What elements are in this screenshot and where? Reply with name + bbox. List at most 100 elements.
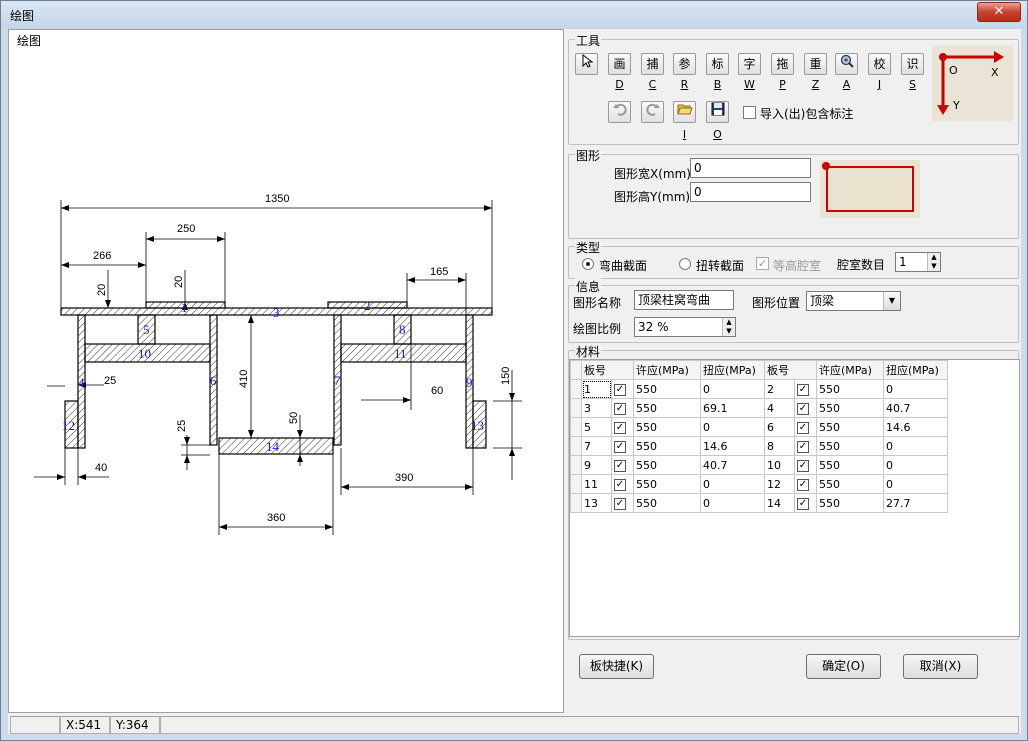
cell-torsion-stress-a[interactable]: 14.6 [700, 436, 765, 456]
bend-section-radio[interactable] [582, 258, 594, 270]
tool-mark-button[interactable]: 标 [706, 53, 729, 75]
redo-button[interactable] [641, 101, 664, 123]
enabled-checkbox[interactable]: ✓ [797, 478, 809, 491]
cell-enabled-b[interactable]: ✓ [794, 493, 817, 513]
col-allow-stress-2[interactable]: 许应(MPa) [816, 360, 884, 380]
cell-enabled-b[interactable]: ✓ [794, 398, 817, 418]
cell-plate-no-a[interactable]: 5 [581, 417, 612, 437]
undo-button[interactable] [608, 101, 631, 123]
enabled-checkbox[interactable]: ✓ [797, 421, 809, 434]
cavity-count-spinner[interactable]: ▲▼ [927, 253, 940, 271]
cell-enabled-b[interactable]: ✓ [794, 436, 817, 456]
select-pointer-button[interactable] [575, 53, 598, 75]
cell-plate-no-a[interactable]: 13 [581, 493, 612, 513]
cell-enabled-a[interactable]: ✓ [611, 417, 634, 437]
tool-text-button[interactable]: 字 [738, 53, 761, 75]
tool-check-button[interactable]: 校 [868, 53, 891, 75]
cell-torsion-stress-a[interactable]: 40.7 [700, 455, 765, 475]
cell-torsion-stress-b[interactable]: 0 [883, 379, 948, 399]
tool-recognize-button[interactable]: 识 [901, 53, 924, 75]
cell-allow-stress-a[interactable]: 550 [633, 417, 701, 437]
cell-torsion-stress-a[interactable]: 0 [700, 474, 765, 494]
cell-allow-stress-a[interactable]: 550 [633, 455, 701, 475]
cancel-button[interactable]: 取消(X) [903, 654, 978, 679]
cell-plate-no-b[interactable]: 10 [764, 455, 795, 475]
enabled-checkbox[interactable]: ✓ [797, 497, 809, 510]
material-table-area[interactable]: 板号 许应(MPa) 扭应(MPa) 板号 许应(MPa) 扭应(MPa) 1✓… [569, 359, 1020, 637]
cell-plate-no-b[interactable]: 8 [764, 436, 795, 456]
cell-torsion-stress-a[interactable]: 0 [700, 493, 765, 513]
enabled-checkbox[interactable]: ✓ [797, 383, 809, 396]
tool-drag-button[interactable]: 拖 [771, 53, 794, 75]
col-allow-stress-1[interactable]: 许应(MPa) [633, 360, 701, 380]
enabled-checkbox[interactable]: ✓ [614, 459, 626, 472]
cell-plate-no-a[interactable]: 1 [581, 379, 612, 399]
cell-enabled-a[interactable]: ✓ [611, 436, 634, 456]
shape-position-select[interactable]: 顶梁 ▼ [806, 291, 901, 311]
cell-plate-no-a[interactable]: 11 [581, 474, 612, 494]
enabled-checkbox[interactable]: ✓ [614, 383, 626, 396]
torsion-section-radio[interactable] [679, 258, 691, 270]
cell-torsion-stress-b[interactable]: 0 [883, 474, 948, 494]
cell-plate-no-a[interactable]: 9 [581, 455, 612, 475]
col-torsion-stress-2[interactable]: 扭应(MPa) [883, 360, 948, 380]
enabled-checkbox[interactable]: ✓ [797, 440, 809, 453]
enabled-checkbox[interactable]: ✓ [614, 497, 626, 510]
cell-allow-stress-b[interactable]: 550 [816, 379, 884, 399]
cell-plate-no-b[interactable]: 14 [764, 493, 795, 513]
cell-allow-stress-b[interactable]: 550 [816, 417, 884, 437]
cell-enabled-b[interactable]: ✓ [794, 417, 817, 437]
cell-enabled-a[interactable]: ✓ [611, 398, 634, 418]
cell-torsion-stress-b[interactable]: 40.7 [883, 398, 948, 418]
cell-torsion-stress-a[interactable]: 69.1 [700, 398, 765, 418]
cell-enabled-a[interactable]: ✓ [611, 474, 634, 494]
cell-enabled-a[interactable]: ✓ [611, 379, 634, 399]
shape-width-input[interactable]: 0 [690, 158, 811, 178]
cell-plate-no-b[interactable]: 12 [764, 474, 795, 494]
drawing-panel[interactable]: 绘图 [8, 29, 564, 713]
tool-snap-button[interactable]: 捕 [641, 53, 664, 75]
col-plate-no-1[interactable]: 板号 [581, 360, 634, 380]
cell-torsion-stress-b[interactable]: 14.6 [883, 417, 948, 437]
cell-torsion-stress-a[interactable]: 0 [700, 417, 765, 437]
enabled-checkbox[interactable]: ✓ [614, 478, 626, 491]
cell-allow-stress-a[interactable]: 550 [633, 474, 701, 494]
shape-height-input[interactable]: 0 [690, 182, 811, 202]
cell-enabled-a[interactable]: ✓ [611, 455, 634, 475]
enabled-checkbox[interactable]: ✓ [614, 421, 626, 434]
cell-enabled-b[interactable]: ✓ [794, 379, 817, 399]
plate-quick-button[interactable]: 板快捷(K) [579, 654, 654, 679]
cell-plate-no-b[interactable]: 2 [764, 379, 795, 399]
cell-allow-stress-a[interactable]: 550 [633, 493, 701, 513]
save-file-button[interactable] [706, 101, 729, 123]
cell-allow-stress-a[interactable]: 550 [633, 398, 701, 418]
enabled-checkbox[interactable]: ✓ [797, 402, 809, 415]
tool-redo-button[interactable]: 重 [804, 53, 827, 75]
cell-plate-no-b[interactable]: 4 [764, 398, 795, 418]
enabled-checkbox[interactable]: ✓ [614, 440, 626, 453]
enabled-checkbox[interactable]: ✓ [797, 459, 809, 472]
cell-plate-no-a[interactable]: 3 [581, 398, 612, 418]
cell-enabled-b[interactable]: ✓ [794, 455, 817, 475]
cell-torsion-stress-b[interactable]: 0 [883, 455, 948, 475]
cell-allow-stress-b[interactable]: 550 [816, 493, 884, 513]
cell-torsion-stress-a[interactable]: 0 [700, 379, 765, 399]
close-button[interactable]: ✕ [977, 2, 1021, 22]
open-file-button[interactable] [673, 101, 696, 123]
tool-draw-button[interactable]: 画 [608, 53, 631, 75]
zoom-button[interactable] [835, 53, 858, 75]
cell-torsion-stress-b[interactable]: 27.7 [883, 493, 948, 513]
cell-allow-stress-a[interactable]: 550 [633, 436, 701, 456]
enabled-checkbox[interactable]: ✓ [614, 402, 626, 415]
scale-spinner[interactable]: ▲▼ [722, 318, 735, 336]
ok-button[interactable]: 确定(O) [806, 654, 881, 679]
cell-torsion-stress-b[interactable]: 0 [883, 436, 948, 456]
cell-allow-stress-b[interactable]: 550 [816, 474, 884, 494]
cell-plate-no-a[interactable]: 7 [581, 436, 612, 456]
